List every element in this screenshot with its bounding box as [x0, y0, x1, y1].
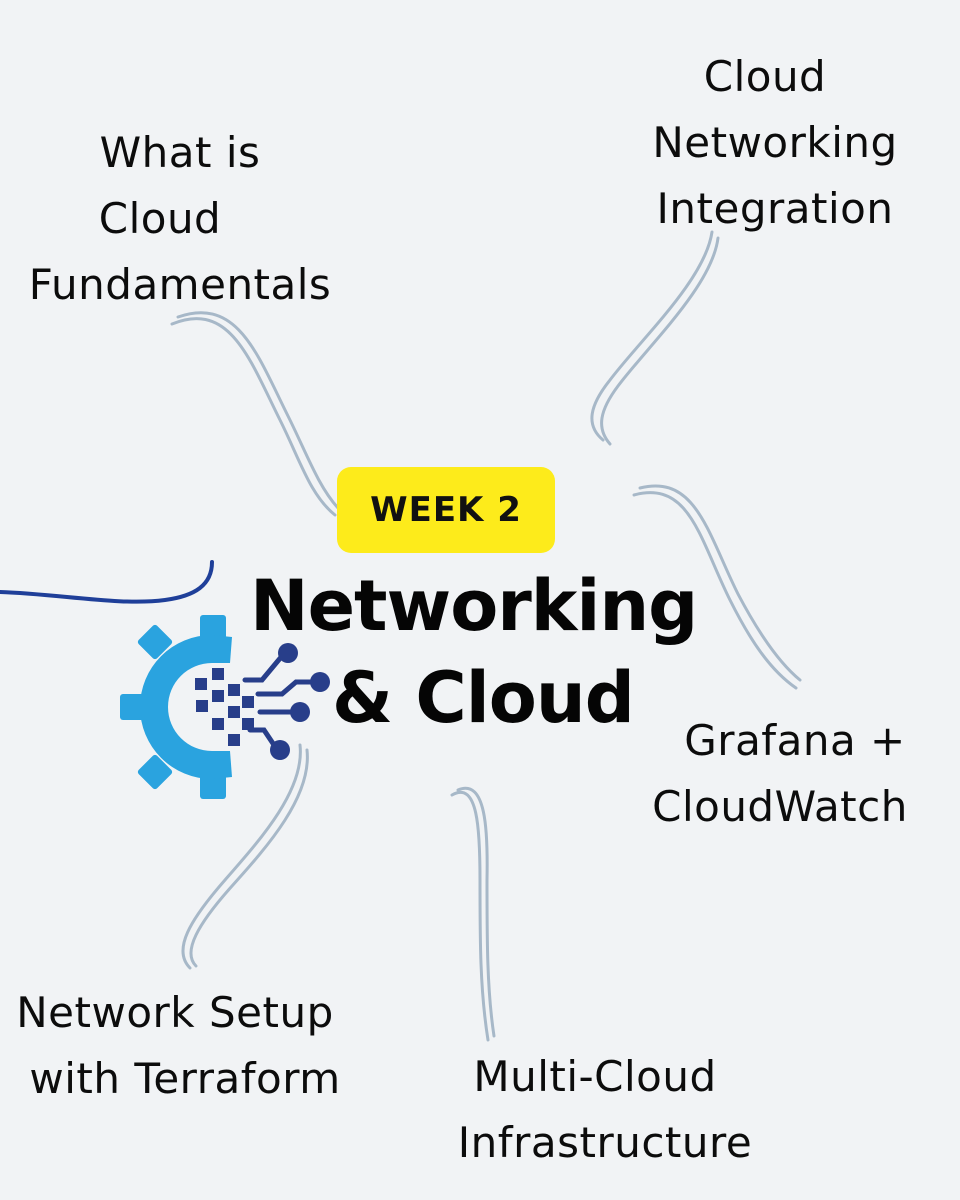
topic-grafana: Grafana + CloudWatch	[630, 708, 930, 840]
connector-multi-cloud	[450, 786, 496, 1042]
accent-line	[0, 560, 214, 604]
topic-cloud-networking: Cloud Networking Integration	[620, 44, 930, 242]
central-title-line-1: Networking	[250, 565, 698, 647]
topic-line: Network Setup	[16, 988, 334, 1037]
topic-multi-cloud: Multi-Cloud Infrastructure	[420, 1044, 790, 1176]
topic-line: with Terraform	[29, 1054, 341, 1103]
topic-line: What is	[99, 128, 261, 177]
topic-line: Integration	[656, 184, 894, 233]
week-badge-label: WEEK 2	[370, 490, 522, 530]
connector-cloud-fundamentals	[170, 311, 340, 517]
topic-line: Networking	[652, 118, 898, 167]
topic-line: Multi-Cloud	[473, 1052, 717, 1101]
connector-terraform	[181, 743, 309, 970]
topic-terraform: Network Setup with Terraform	[0, 980, 370, 1112]
topic-line: Grafana +	[684, 716, 906, 765]
connector-grafana	[632, 484, 802, 690]
connector-cloud-networking	[590, 230, 720, 446]
topic-line: CloudWatch	[652, 782, 908, 831]
topic-line: Infrastructure	[457, 1118, 753, 1167]
topic-cloud-fundamentals: What is Cloud Fundamentals	[20, 120, 340, 318]
topic-line: Cloud	[703, 52, 827, 101]
central-title-line-2: & Cloud	[332, 657, 635, 739]
week-badge: WEEK 2	[337, 467, 555, 553]
topic-line: Cloud	[98, 194, 222, 243]
gear-circuit-icon	[120, 615, 330, 799]
topic-line: Fundamentals	[28, 260, 332, 309]
central-title: Networking & Cloud	[250, 560, 698, 744]
